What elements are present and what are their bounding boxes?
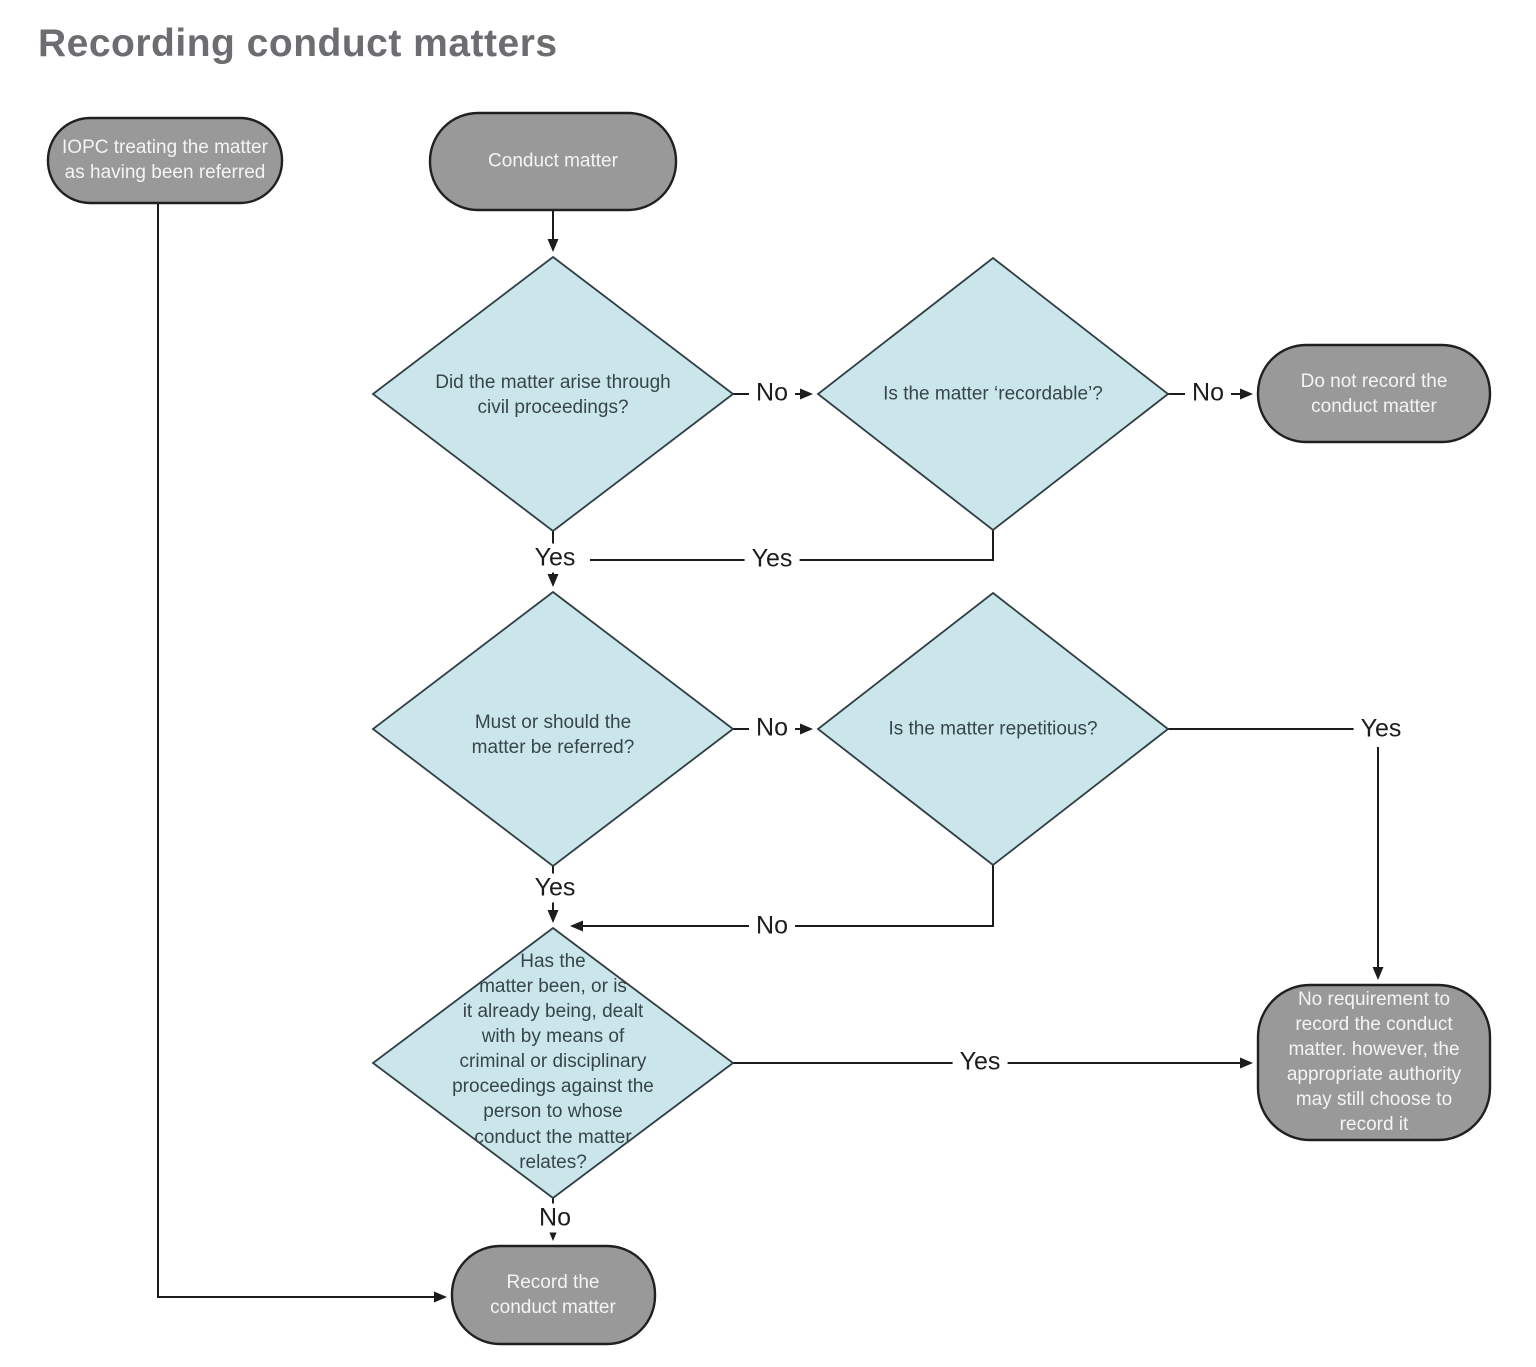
iopc-node-shape [46, 116, 284, 205]
edge-repetitious-no-elbow-to-proceedings [570, 865, 994, 932]
no-requirement-node-shape [1256, 983, 1492, 1142]
edge-recordable-yes-elbow [590, 530, 994, 561]
proceedings-diamond-shape [371, 926, 735, 1200]
recordable-diamond-shape [816, 256, 1170, 532]
edge-iopc-to-record [157, 203, 447, 1303]
must-refer-diamond-shape [371, 590, 735, 868]
page-title: Recording conduct matters [38, 22, 558, 65]
civil-proceedings-diamond-shape [371, 255, 735, 533]
do-not-record-node-shape [1256, 343, 1492, 444]
conduct-matter-node-shape [428, 111, 678, 212]
repetitious-diamond-shape [816, 591, 1170, 867]
record-node-shape [450, 1244, 657, 1346]
